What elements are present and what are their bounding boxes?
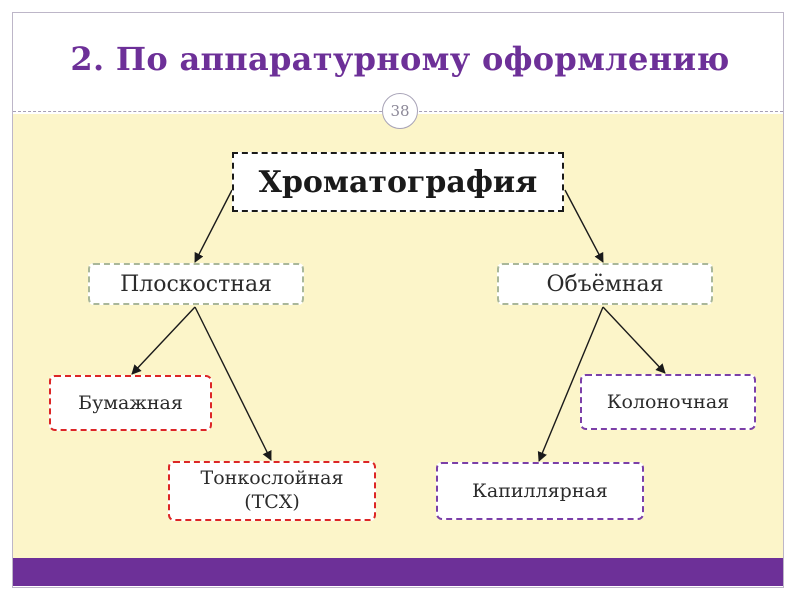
node-planar: Плоскостная [88,263,304,305]
node-capillary: Капиллярная [436,462,644,520]
slide-number-badge: 38 [382,93,418,129]
arrow-volume-to-column [602,306,666,374]
arrow-flat-to-thin [194,306,272,461]
arrow-volume-to-capillary [537,306,604,462]
footer-bar [13,558,783,586]
node-volumetric: Объёмная [497,263,713,305]
node-thin-layer: Тонкослойная (ТСХ) [168,461,376,521]
arrow-root-to-volume [564,189,604,263]
slide-title: 2. По аппаратурному оформлению [70,40,730,78]
node-paper: Бумажная [49,375,212,431]
node-chromatography: Хроматография [232,152,564,212]
arrow-root-to-flat [194,189,233,263]
arrow-flat-to-paper [131,306,196,375]
node-column: Колоночная [580,374,756,430]
